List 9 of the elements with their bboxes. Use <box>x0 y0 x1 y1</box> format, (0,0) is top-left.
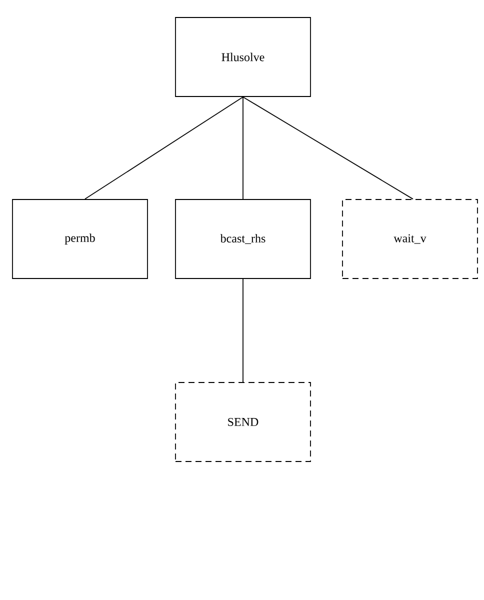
connector-line <box>242 96 414 200</box>
connector-line <box>84 96 244 200</box>
process-box: bcast_rhs <box>175 199 311 279</box>
dashed-process-box: SEND <box>175 382 311 462</box>
connector-line <box>242 96 244 200</box>
dashed-process-box: wait_v <box>342 199 478 279</box>
process-box: Hlusolve <box>175 17 311 97</box>
process-box: permb <box>12 199 148 279</box>
connector-line <box>242 278 244 382</box>
